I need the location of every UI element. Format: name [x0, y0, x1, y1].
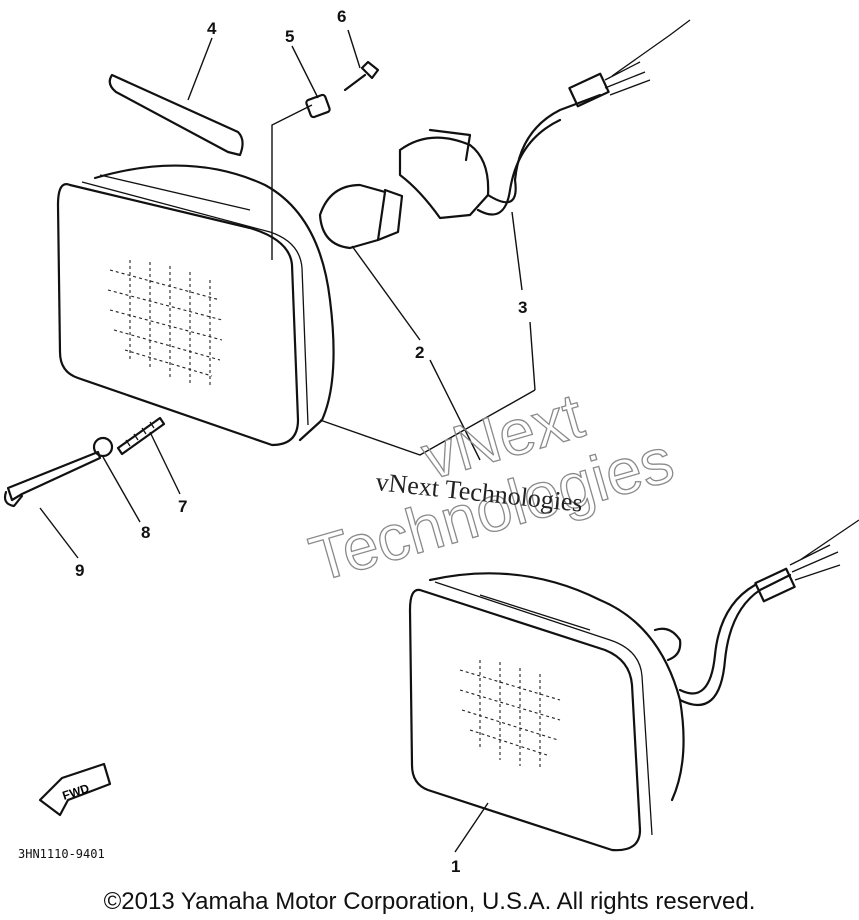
copyright-notice: ©2013 Yamaha Motor Corporation, U.S.A. A… — [103, 888, 756, 915]
bulb — [318, 183, 404, 250]
callout-7: 7 — [178, 497, 187, 516]
screw-small — [343, 60, 380, 92]
headlight-assembly-lower — [408, 519, 859, 852]
callout-4: 4 — [207, 19, 217, 38]
lens-grille — [107, 260, 223, 388]
forward-arrow-icon: FWD — [38, 762, 112, 817]
screw-7 — [116, 416, 166, 456]
trim-strip — [108, 73, 244, 157]
drawing-number: 3HN1110-9401 — [18, 847, 105, 861]
bolt-9 — [3, 450, 102, 508]
leader-lines — [39, 29, 536, 853]
headlight-assembly-upper — [56, 164, 335, 447]
callout-2: 2 — [415, 343, 424, 362]
callout-8: 8 — [141, 523, 150, 542]
callout-9: 9 — [75, 561, 84, 580]
callout-6: 6 — [337, 7, 346, 26]
socket-harness — [398, 19, 691, 220]
washer-8 — [92, 436, 114, 458]
forward-arrow-label: FWD — [61, 781, 92, 803]
watermark: vNext Technologies vNext Technologies — [301, 378, 681, 596]
callout-5: 5 — [285, 27, 294, 46]
clip — [305, 93, 331, 119]
callout-1: 1 — [451, 857, 460, 876]
callout-3: 3 — [518, 298, 527, 317]
